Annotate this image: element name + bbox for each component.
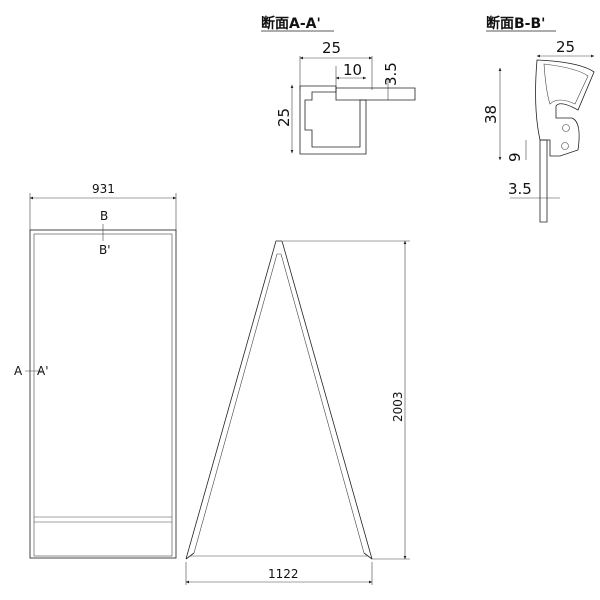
marker-a-prime: A' — [37, 364, 49, 378]
dim-bb-lip: 9 — [506, 152, 524, 162]
profile-bb — [535, 59, 595, 157]
dim-bb-thickness: 3.5 — [508, 180, 532, 198]
profile-bb-hole — [562, 124, 570, 132]
section-bb: 断面B-B' 25 38 9 3.5 — [482, 15, 595, 223]
dim-aa-inner: 10 — [343, 61, 362, 79]
dim-bb-height: 38 — [482, 105, 500, 124]
profile-bb-inner — [543, 63, 589, 105]
front-frame-outer — [29, 229, 177, 559]
profile-bb-hole — [561, 142, 569, 150]
marker-b: B — [100, 209, 108, 223]
dim-aa-thickness: 3.5 — [382, 62, 400, 86]
section-bb-title: 断面B-B' — [486, 15, 545, 32]
side-view: 2003 1122 — [185, 240, 410, 585]
panel-aa — [335, 87, 416, 101]
side-frame-outer — [185, 240, 373, 560]
dim-bb-width: 25 — [556, 38, 575, 56]
panel-bb — [539, 139, 548, 223]
marker-a: A — [14, 364, 23, 378]
dim-base-width: 1122 — [268, 567, 299, 581]
side-frame-inner — [193, 253, 365, 554]
marker-b-prime: B' — [99, 243, 111, 257]
profile-aa — [299, 85, 367, 155]
dim-side-height: 2003 — [391, 391, 405, 422]
front-view: 931 B B' A A' — [14, 182, 177, 559]
dim-aa-width: 25 — [322, 39, 341, 57]
dim-aa-height: 25 — [275, 108, 293, 127]
section-aa-title: 断面A-A' — [261, 15, 321, 32]
section-aa: 断面A-A' 25 10 3.5 25 — [261, 15, 416, 155]
dim-front-width: 931 — [92, 182, 115, 196]
